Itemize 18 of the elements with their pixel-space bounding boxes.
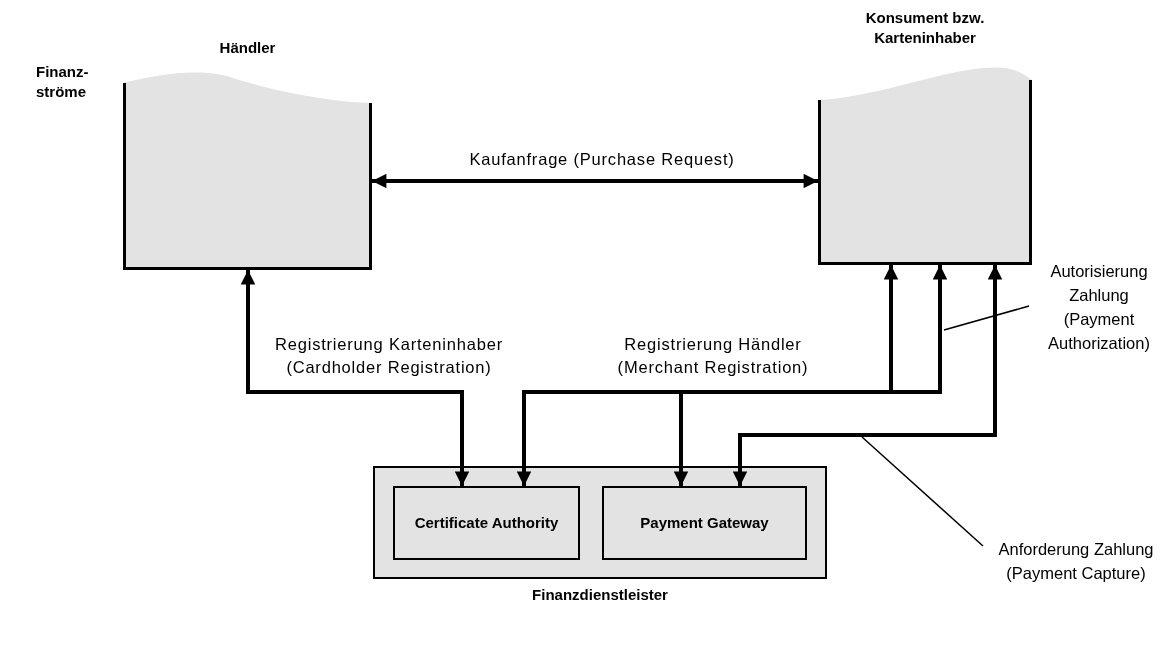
annotation-text: Anforderung Zahlung (Payment Capture)	[986, 538, 1166, 586]
connector-arrow	[240, 270, 470, 486]
node-heading: Finanzdienstleister	[531, 585, 669, 605]
node-heading: Konsument bzw. Karteninhaber	[864, 8, 986, 49]
process-box: Certificate Authority	[393, 486, 580, 560]
node-heading: Händler	[218, 38, 277, 58]
annotation-text: Autorisierung Zahlung (Payment Authorization)	[1032, 260, 1166, 356]
leader-line	[861, 436, 984, 547]
edge-label: Registrierung Karteninhaber (Cardholder Registration)	[274, 334, 504, 379]
edge-label: Kaufanfrage (Purchase Request)	[468, 149, 736, 170]
leader-line	[943, 305, 1030, 331]
connector-arrow	[372, 173, 818, 189]
process-box: Payment Gateway	[602, 486, 807, 560]
side-label: Finanz- ströme	[36, 62, 86, 103]
edge-label: Registrierung Händler (Merchant Registration)	[616, 334, 810, 379]
connector-arrow	[516, 265, 899, 486]
connector-arrow	[732, 265, 1003, 486]
connector-arrow	[673, 265, 948, 486]
